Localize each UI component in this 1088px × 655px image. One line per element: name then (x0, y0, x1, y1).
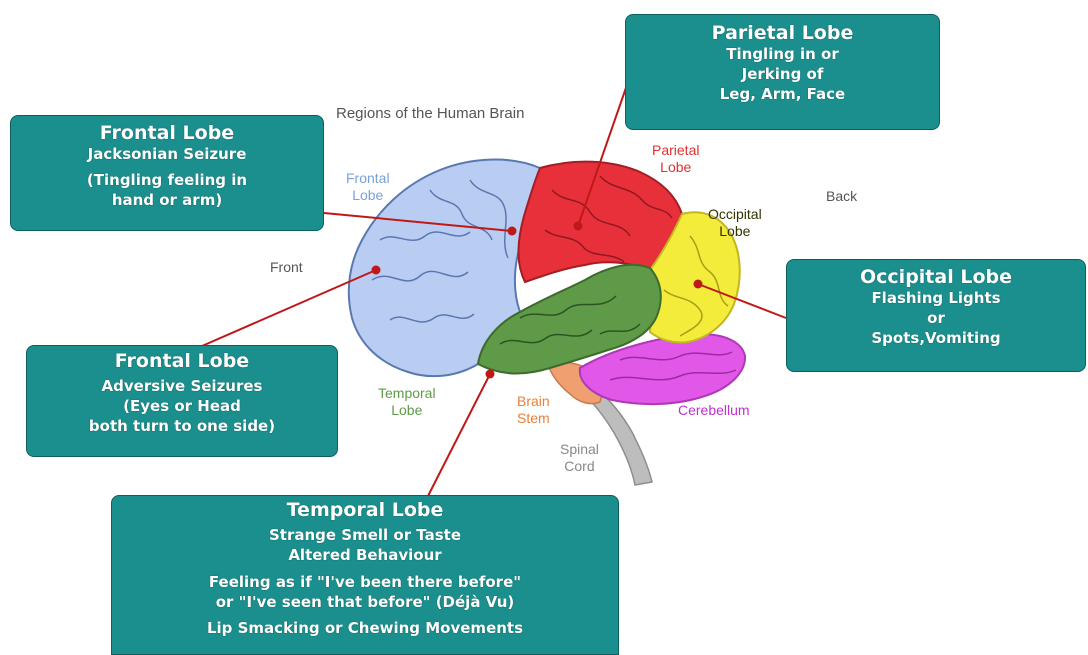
temporal-lobe-label: Temporal Lobe (378, 385, 436, 419)
parietal-lobe-label-line2: Lobe (652, 159, 699, 176)
callout-temporal-line4: or "I've seen that before" (Déjà Vu) (112, 592, 618, 612)
callout-occipital-title: Occipital Lobe (787, 266, 1085, 288)
callout-parietal-line3: Leg, Arm, Face (626, 84, 939, 104)
frontal-lobe-label-line1: Frontal (346, 170, 390, 187)
callout-frontal-lobe-jacksonian: Frontal Lobe Jacksonian Seizure (Tinglin… (10, 115, 324, 231)
callout-parietal-line2: Jerking of (626, 64, 939, 84)
brain-stem-label-line2: Stem (517, 410, 550, 427)
callout-occipital-line1: Flashing Lights (787, 288, 1085, 308)
callout-frontal-lobe-adversive: Frontal Lobe Adversive Seizures (Eyes or… (26, 345, 338, 457)
callout-frontal-adversive-line3: both turn to one side) (27, 416, 337, 436)
callout-frontal-jacksonian-title: Frontal Lobe (11, 122, 323, 144)
spinal-cord-label-line1: Spinal (560, 441, 599, 458)
frontal-lobe-label-line2: Lobe (346, 187, 390, 204)
callout-temporal-line5: Lip Smacking or Chewing Movements (112, 618, 618, 638)
callout-occipital-line2: or (787, 308, 1085, 328)
callout-temporal-lobe: Temporal Lobe Strange Smell or Taste Alt… (111, 495, 619, 655)
frontal-lobe-label: Frontal Lobe (346, 170, 390, 204)
callout-occipital-line3: Spots,Vomiting (787, 328, 1085, 348)
callout-temporal-title: Temporal Lobe (112, 499, 618, 521)
callout-frontal-adversive-line1: Adversive Seizures (27, 376, 337, 396)
spinal-cord-label-line2: Cord (560, 458, 599, 475)
temporal-lobe-label-line1: Temporal (378, 385, 436, 402)
pointer-temporal (428, 374, 490, 496)
callout-temporal-line3: Feeling as if "I've been there before" (112, 572, 618, 592)
callout-parietal-lobe: Parietal Lobe Tingling in or Jerking of … (625, 14, 940, 130)
back-label: Back (826, 188, 857, 205)
callout-occipital-lobe: Occipital Lobe Flashing Lights or Spots,… (786, 259, 1086, 372)
spinal-cord-label: Spinal Cord (560, 441, 599, 475)
callout-frontal-jacksonian-line1: Jacksonian Seizure (11, 144, 323, 164)
cerebellum-label: Cerebellum (678, 402, 750, 419)
parietal-lobe-label-line1: Parietal (652, 142, 699, 159)
temporal-lobe-label-line2: Lobe (378, 402, 436, 419)
occipital-lobe-label-line2: Lobe (708, 223, 762, 240)
brain-stem-label-line1: Brain (517, 393, 550, 410)
callout-temporal-line2: Altered Behaviour (112, 545, 618, 565)
callout-frontal-adversive-line2: (Eyes or Head (27, 396, 337, 416)
callout-frontal-adversive-title: Frontal Lobe (27, 350, 337, 372)
callout-temporal-line1: Strange Smell or Taste (112, 525, 618, 545)
brain-stem-label: Brain Stem (517, 393, 550, 427)
front-label: Front (270, 259, 303, 276)
callout-parietal-title: Parietal Lobe (626, 22, 939, 44)
callout-parietal-line1: Tingling in or (626, 44, 939, 64)
occipital-lobe-label: Occipital Lobe (708, 206, 762, 240)
diagram-title: Regions of the Human Brain (336, 105, 524, 122)
occipital-lobe-label-line1: Occipital (708, 206, 762, 223)
callout-frontal-jacksonian-line2: (Tingling feeling in (11, 170, 323, 190)
parietal-lobe-label: Parietal Lobe (652, 142, 699, 176)
callout-frontal-jacksonian-line3: hand or arm) (11, 190, 323, 210)
